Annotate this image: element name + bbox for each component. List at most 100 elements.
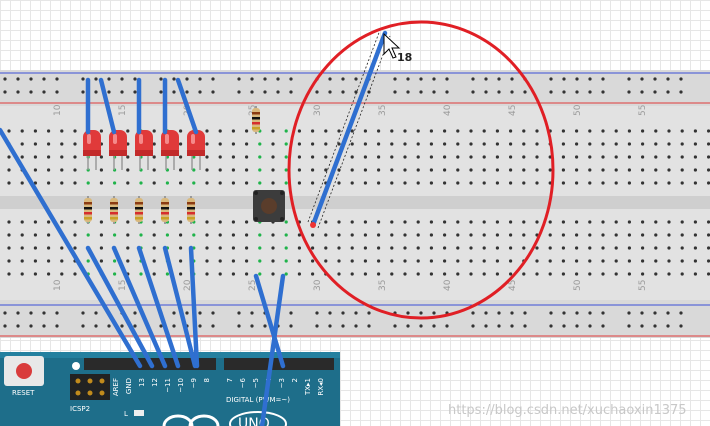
breadboard-hole[interactable] (443, 155, 447, 159)
breadboard-hole[interactable] (324, 168, 328, 172)
breadboard-hole[interactable] (561, 233, 566, 237)
breadboard-hole[interactable] (363, 259, 367, 263)
breadboard-hole[interactable] (707, 181, 710, 185)
rail-hole[interactable] (16, 311, 20, 315)
rail-hole[interactable] (627, 311, 631, 315)
rail-hole[interactable] (445, 90, 449, 94)
breadboard-hole[interactable] (165, 181, 169, 185)
breadboard-hole[interactable] (337, 129, 341, 133)
breadboard-hole[interactable] (7, 220, 11, 224)
breadboard-hole[interactable] (561, 220, 566, 224)
breadboard-hole[interactable] (33, 246, 38, 250)
breadboard-hole[interactable] (363, 142, 367, 146)
breadboard-hole[interactable] (707, 259, 710, 263)
rail-hole[interactable] (653, 90, 657, 94)
breadboard-hole[interactable] (707, 129, 710, 133)
breadboard-hole[interactable] (20, 129, 24, 133)
breadboard-hole[interactable] (152, 168, 156, 172)
push-button[interactable] (253, 190, 285, 222)
jumper-wire[interactable] (175, 77, 199, 135)
breadboard-hole[interactable] (297, 272, 301, 276)
breadboard-hole[interactable] (535, 142, 539, 146)
breadboard-hole[interactable] (245, 233, 249, 237)
rail-hole[interactable] (419, 90, 423, 94)
breadboard-hole[interactable] (601, 155, 605, 159)
breadboard-hole[interactable] (535, 155, 539, 159)
breadboard-hole[interactable] (231, 272, 235, 276)
rail-hole[interactable] (341, 90, 345, 94)
rail-hole[interactable] (549, 324, 553, 328)
breadboard-hole[interactable] (680, 168, 684, 172)
breadboard-hole[interactable] (126, 259, 130, 263)
rail-hole[interactable] (159, 324, 163, 328)
breadboard-hole[interactable] (284, 220, 288, 224)
rail-hole[interactable] (341, 311, 345, 315)
breadboard-hole[interactable] (443, 246, 447, 250)
breadboard-hole[interactable] (113, 259, 117, 263)
breadboard-hole[interactable] (231, 259, 235, 263)
breadboard-hole[interactable] (7, 233, 11, 237)
breadboard-hole[interactable] (403, 272, 407, 276)
breadboard-hole[interactable] (575, 129, 579, 133)
breadboard-hole[interactable] (548, 233, 552, 237)
breadboard-hole[interactable] (654, 168, 658, 172)
breadboard-hole[interactable] (575, 220, 579, 224)
breadboard-hole[interactable] (258, 233, 262, 237)
rail-hole[interactable] (289, 324, 293, 328)
breadboard-hole[interactable] (495, 168, 499, 172)
breadboard-hole[interactable] (561, 246, 566, 250)
rail-hole[interactable] (510, 324, 514, 328)
breadboard-hole[interactable] (429, 233, 433, 237)
breadboard-hole[interactable] (469, 233, 473, 237)
breadboard-hole[interactable] (126, 142, 130, 146)
breadboard-hole[interactable] (390, 233, 394, 237)
rail-hole[interactable] (250, 77, 254, 81)
rail-hole[interactable] (497, 311, 501, 315)
breadboard-hole[interactable] (205, 142, 209, 146)
breadboard-hole[interactable] (403, 168, 407, 172)
breadboard-hole[interactable] (311, 246, 315, 250)
jumper-wire[interactable] (85, 245, 155, 369)
breadboard-hole[interactable] (495, 246, 499, 250)
rail-hole[interactable] (42, 90, 46, 94)
breadboard-hole[interactable] (192, 181, 196, 185)
rail-hole[interactable] (497, 90, 501, 94)
rail-hole[interactable] (523, 324, 527, 328)
breadboard-hole[interactable] (20, 142, 24, 146)
rail-hole[interactable] (3, 77, 7, 81)
breadboard-hole[interactable] (152, 155, 156, 159)
breadboard-hole[interactable] (284, 142, 288, 146)
breadboard-hole[interactable] (627, 246, 632, 250)
breadboard-hole[interactable] (231, 155, 235, 159)
rail-hole[interactable] (328, 324, 332, 328)
breadboard-hole[interactable] (99, 168, 103, 172)
breadboard-hole[interactable] (390, 259, 394, 263)
breadboard-hole[interactable] (403, 155, 407, 159)
breadboard-hole[interactable] (363, 129, 367, 133)
rail-hole[interactable] (640, 77, 644, 81)
breadboard-hole[interactable] (218, 168, 222, 172)
rail-hole[interactable] (29, 324, 33, 328)
rail-hole[interactable] (484, 77, 488, 81)
breadboard-hole[interactable] (60, 168, 64, 172)
red-leds[interactable] (83, 130, 205, 170)
breadboard-hole[interactable] (509, 129, 513, 133)
breadboard-hole[interactable] (218, 259, 222, 263)
breadboard-hole[interactable] (614, 233, 618, 237)
breadboard-hole[interactable] (443, 259, 447, 263)
rail-hole[interactable] (172, 324, 176, 328)
breadboard-hole[interactable] (337, 233, 341, 237)
rail-hole[interactable] (432, 311, 436, 315)
breadboard-hole[interactable] (350, 142, 354, 146)
rail-hole[interactable] (94, 311, 98, 315)
breadboard-hole[interactable] (588, 246, 592, 250)
breadboard-hole[interactable] (495, 233, 499, 237)
rail-hole[interactable] (562, 324, 566, 328)
breadboard-hole[interactable] (601, 233, 605, 237)
breadboard-hole[interactable] (614, 129, 618, 133)
rail-hole[interactable] (653, 311, 657, 315)
breadboard-hole[interactable] (429, 220, 433, 224)
breadboard-hole[interactable] (601, 220, 605, 224)
